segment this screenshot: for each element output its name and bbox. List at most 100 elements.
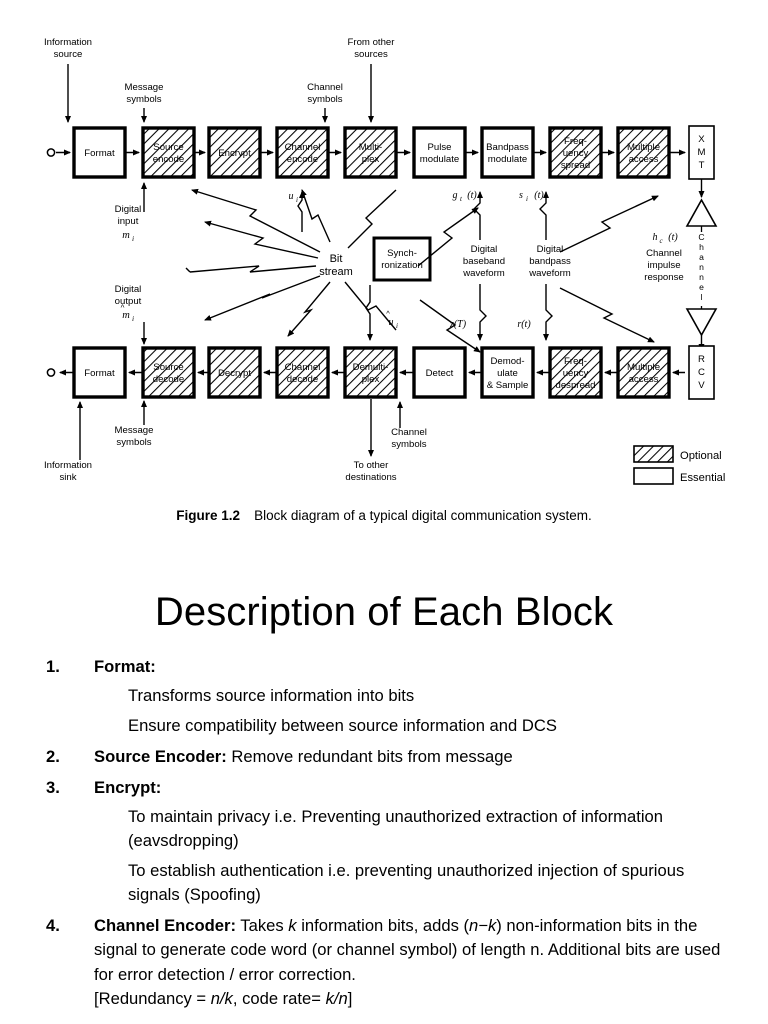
svg-text:Information: Information xyxy=(44,460,92,471)
italic-k: k xyxy=(288,916,297,936)
svg-text:Synch-: Synch- xyxy=(387,248,417,259)
bracket-close: ] xyxy=(347,988,353,1008)
svg-text:Channel: Channel xyxy=(307,82,343,93)
list-number: 2. xyxy=(46,747,60,767)
svg-text:m: m xyxy=(122,230,130,241)
figure-caption-label: Figure 1.2 xyxy=(176,508,241,523)
svg-text:s: s xyxy=(519,190,523,201)
block-frequency-despread: Freq- uency despread xyxy=(548,346,603,399)
annotation-u-hat-i: u ^ i xyxy=(365,285,398,341)
svg-text:Bit: Bit xyxy=(330,253,343,265)
block-label: encode xyxy=(153,154,184,165)
svg-text:u: u xyxy=(289,191,294,202)
svg-text:Digital: Digital xyxy=(537,244,564,255)
list-subitem: To maintain privacy i.e. Preventing unau… xyxy=(128,807,663,851)
svg-text:To other: To other xyxy=(354,460,389,471)
svg-text:uency: uency xyxy=(563,368,589,379)
svg-text:despread: despread xyxy=(555,380,595,391)
svg-text:Digital: Digital xyxy=(115,284,142,295)
block-label: Multiple xyxy=(627,142,660,153)
svg-text:(t): (t) xyxy=(668,232,678,243)
svg-text:Freq-: Freq- xyxy=(564,356,587,367)
list-subitem: Ensure compatibility between source info… xyxy=(128,716,557,736)
list-lead: Source Encoder: xyxy=(94,747,227,767)
bracket-open: [Redundancy = xyxy=(94,988,211,1008)
channel-letter: e xyxy=(699,282,704,292)
rcv-letter: V xyxy=(698,380,705,391)
list-number: 4. xyxy=(46,916,60,936)
svg-text:& Sample: & Sample xyxy=(487,380,529,391)
block-synchronization: Synch- ronization xyxy=(372,236,432,282)
svg-text:waveform: waveform xyxy=(462,268,505,279)
channel-letter: l xyxy=(701,292,703,302)
block-multiple-access-rx: Multiple access xyxy=(616,346,671,399)
annotation-digital-output: Digital output m ^ i xyxy=(115,284,147,345)
top-row-connectors xyxy=(46,148,686,157)
annotation-message-symbols-top: Message symbols xyxy=(125,82,164,123)
svg-text:(t): (t) xyxy=(467,190,477,201)
annotation-digital-bandpass: s i (t) Digital bandpass waveform r(t) xyxy=(517,190,571,341)
block-label: Format xyxy=(84,148,115,159)
block-pulse-modulate: Pulse modulate xyxy=(412,126,467,179)
block-channel-encode: Channel encode xyxy=(275,126,330,179)
svg-text:stream: stream xyxy=(319,266,353,278)
svg-text:Detect: Detect xyxy=(426,368,454,379)
svg-text:i: i xyxy=(396,322,398,330)
block-format-tx: Format xyxy=(72,126,127,179)
page-title: Description of Each Block xyxy=(154,590,614,634)
block-description-list: 1. Format: Transforms source information… xyxy=(36,655,736,1018)
italic-n-over-k: n/k xyxy=(210,988,233,1008)
svg-text:t: t xyxy=(460,195,463,203)
svg-text:plex: plex xyxy=(362,374,380,385)
legend-label-essential: Essential xyxy=(680,472,725,484)
svg-text:waveform: waveform xyxy=(528,268,571,279)
svg-text:Message: Message xyxy=(115,425,154,436)
italic-k-over-n: k/n xyxy=(325,988,348,1008)
list-rest-1: Takes xyxy=(236,916,289,936)
bracket-mid: , code rate= xyxy=(232,988,326,1008)
block-label: modulate xyxy=(488,154,527,165)
annotation-information-sink: Information sink xyxy=(44,401,92,483)
channel-section: C h a n n e l xyxy=(685,179,718,351)
svg-text:Message: Message xyxy=(125,82,164,93)
xmt-letter: X xyxy=(698,134,705,145)
block-label: Channel xyxy=(285,142,321,153)
channel-letter: h xyxy=(699,242,704,252)
svg-text:Decrypt: Decrypt xyxy=(218,368,251,379)
channel-letter: n xyxy=(699,262,704,272)
annotation-channel-impulse-response: h c (t) Channel impulse response xyxy=(417,195,684,353)
svg-text:From other: From other xyxy=(348,37,396,48)
annotation-digital-baseband: g t (t) Digital baseband waveform z(T) xyxy=(449,190,505,341)
block-demultiplex: Demulti- plex xyxy=(343,346,398,399)
list-subitem: Transforms source information into bits xyxy=(128,686,415,706)
svg-text:Multiple: Multiple xyxy=(627,362,660,373)
svg-text:Digital: Digital xyxy=(115,204,142,215)
svg-text:Source: Source xyxy=(153,362,183,373)
list-item-format: 1. Format: Transforms source information… xyxy=(36,655,736,738)
svg-text:input: input xyxy=(118,216,139,227)
block-multiplex: Multi- plex xyxy=(343,126,398,179)
svg-text:i: i xyxy=(132,314,134,323)
block-detect: Detect xyxy=(412,346,467,399)
italic-n-minus-k: n−k xyxy=(469,916,497,936)
svg-text:i: i xyxy=(526,195,528,203)
block-label: modulate xyxy=(420,154,459,165)
bottom-row-connectors xyxy=(46,368,685,377)
svg-text:z(T): z(T) xyxy=(449,319,467,330)
legend-label-optional: Optional xyxy=(680,450,722,462)
svg-text:symbols: symbols xyxy=(391,439,426,450)
svg-text:g: g xyxy=(453,190,458,201)
xmt-letter: M xyxy=(698,147,706,158)
svg-text:ronization: ronization xyxy=(381,260,423,271)
rcv-letter: C xyxy=(698,367,705,378)
block-decrypt: Decrypt xyxy=(207,346,262,399)
figure-block-diagram: Format Source encode Encrypt Channel enc… xyxy=(0,0,768,500)
block-label: Multi- xyxy=(359,142,382,153)
list-rest-2: information bits, adds ( xyxy=(296,916,470,936)
annotation-u-i: u i xyxy=(289,191,305,232)
annotation-from-other-sources: From other sources xyxy=(348,37,396,123)
svg-text:symbols: symbols xyxy=(126,94,161,105)
channel-letter: n xyxy=(699,272,704,282)
svg-text:i: i xyxy=(296,196,298,204)
svg-text:Channel: Channel xyxy=(285,362,321,373)
